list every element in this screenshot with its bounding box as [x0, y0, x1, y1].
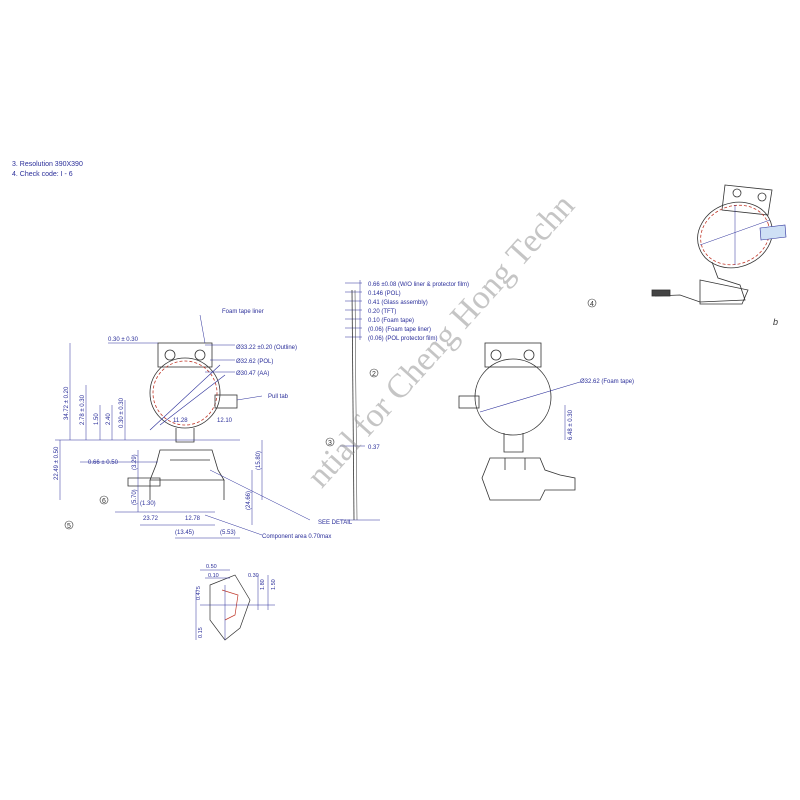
label-aa-dim: Ø30.47 (AA): [236, 371, 269, 377]
back-dim-texts: Ø32.62 (Foam tape) 6.48 ± 0.30: [568, 379, 634, 440]
note-check-code: 4. Check code: I - 6: [12, 171, 73, 178]
label-1345: (13.45): [175, 530, 194, 536]
label-2249: 22.49 ± 0.50: [54, 446, 60, 480]
callout-5-text: 5: [67, 523, 71, 530]
detail-label-015: 0.15: [198, 627, 204, 638]
detail-label-010: 0.10: [208, 573, 219, 579]
back-tab-rect: [484, 342, 542, 368]
back-neck: [503, 433, 524, 453]
back-view: [458, 342, 581, 501]
back-hole-left: [490, 349, 502, 361]
label-height-total: 34.72 ± 0.20: [64, 386, 70, 420]
label-2466: (24.66): [246, 491, 252, 510]
side-label-4: 0.20 (TFT): [368, 309, 396, 315]
callout-3-text: 3: [328, 440, 332, 447]
label-see-detail: SEE DETAIL: [318, 520, 353, 526]
label-570: (5.70): [132, 489, 138, 505]
label-1278: 12.78: [185, 516, 201, 522]
callout-6-circle: [99, 495, 109, 505]
note-resolution: 3. Resolution 390X390: [12, 161, 83, 168]
callout-2-circle: [369, 368, 379, 378]
side-label-3: 0.41 (Glass assembly): [368, 300, 428, 306]
front-flex-tail: [127, 477, 161, 487]
side-label-2: 0.146 (POL): [368, 291, 401, 297]
iso-outline-circle: [697, 201, 773, 269]
label-329: (3.29): [132, 454, 138, 470]
detail-label-180: 1.80: [260, 579, 266, 590]
label-outline-dim: Ø33.22 ±0.20 (Outline): [236, 345, 297, 351]
detail-outline: [209, 574, 251, 641]
detail-label-050: 0.50: [206, 564, 217, 570]
front-dims: [55, 314, 311, 539]
label-foam-tape-liner: Foam tape liner: [222, 309, 264, 315]
side-callouts: 2 3: [325, 368, 379, 447]
callout-4-circle: [587, 298, 597, 308]
iso-hole-left: [732, 188, 742, 198]
label-066: 0.66 ± 0.50: [88, 460, 119, 466]
front-dim-texts: Foam tape liner Ø33.22 ±0.20 (Outline) Ø…: [54, 309, 353, 540]
label-component-area: Component area 0.70max: [262, 534, 331, 540]
front-neck: [175, 428, 195, 443]
label-278: 2.78 ± 0.30: [80, 394, 86, 425]
label-pol-dim: Ø32.62 (POL): [236, 359, 273, 365]
detail-label-0475: 0.475: [196, 586, 202, 600]
front-hole-right: [194, 349, 206, 361]
iso-callouts: 4 b: [587, 298, 778, 327]
side-label-1: 0.66 ±0.08 (W/O liner & protector film): [368, 282, 469, 288]
front-tab-rect: [157, 342, 213, 368]
label-top-width: 0.30 ± 0.30: [108, 337, 139, 343]
label-553: (5.53): [220, 530, 236, 536]
callout-5-circle: [64, 520, 74, 530]
back-pull-tab: [458, 395, 480, 409]
side-label-5: 0.10 (Foam tape): [368, 318, 414, 324]
front-connector: [149, 449, 225, 481]
label-1128: 11.28: [173, 418, 188, 424]
label-1210: 12.10: [217, 418, 233, 424]
label-1580: (15.80): [256, 451, 262, 470]
label-130: (1.30): [140, 501, 156, 507]
iso-view: [651, 184, 787, 305]
iso-mark: b: [773, 317, 778, 327]
iso-pol-circle: [700, 204, 770, 266]
callout-3-circle: [325, 437, 335, 447]
iso-connector: [699, 279, 749, 305]
front-callouts: 6 5: [64, 495, 109, 530]
pull-tab-rect: [214, 394, 238, 409]
iso-hole-right: [757, 192, 767, 202]
label-030: 0.30 ± 0.30: [119, 397, 125, 428]
iso-pull-tab: [759, 224, 787, 241]
front-outline-circle: [149, 357, 221, 429]
back-label-foam-dim: Ø32.62 (Foam tape): [580, 379, 634, 385]
front-hole-left: [164, 349, 176, 361]
side-label-037: 0.37: [368, 445, 380, 451]
detail-label-150: 1.50: [271, 579, 277, 590]
detail-label-030: 0.30: [248, 573, 259, 579]
back-connector: [481, 457, 576, 501]
label-pull-tab: Pull tab: [268, 394, 289, 400]
iso-connector-pins: [651, 289, 671, 297]
callout-4-text: 4: [590, 301, 594, 308]
side-label-6: (0.06) (Foam tape liner): [368, 327, 431, 333]
side-label-7: (0.06) (POL protector film): [368, 336, 437, 342]
iso-flex: [654, 261, 746, 303]
back-label-648: 6.48 ± 0.30: [568, 409, 574, 440]
back-hole-right: [523, 349, 535, 361]
side-dim-texts: 0.66 ±0.08 (W/O liner & protector film) …: [368, 282, 469, 451]
front-view: [127, 342, 238, 500]
back-outline-circle: [474, 358, 552, 436]
callout-6-text: 6: [102, 498, 106, 505]
detail-view: [195, 569, 275, 641]
label-150: 1.50: [94, 413, 100, 425]
detail-dim-texts: 0.50 0.10 0.30 1.80 1.50 0.475 0.15: [196, 564, 277, 638]
side-view: [340, 280, 380, 521]
label-240: 2.40: [106, 413, 112, 425]
callout-2-text: 2: [372, 371, 376, 378]
iso-tab: [721, 184, 773, 216]
label-2372: 23.72: [143, 516, 159, 522]
front-pol-circle: [152, 360, 218, 426]
